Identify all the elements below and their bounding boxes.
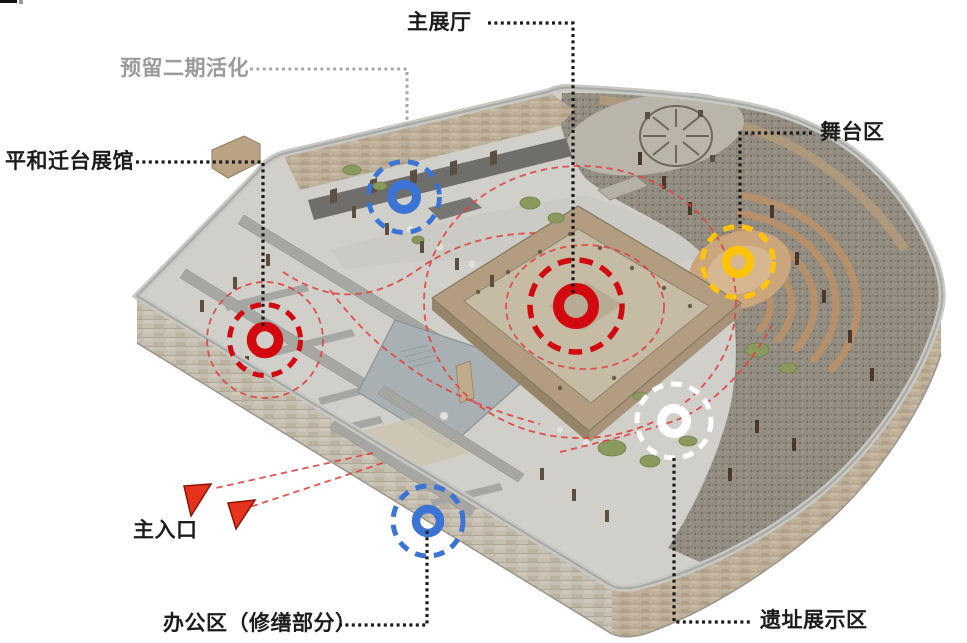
marker-pinghe bbox=[227, 302, 303, 378]
leader-office bbox=[339, 528, 429, 627]
marker-stage bbox=[700, 224, 776, 300]
label-stage-area: 舞台区 bbox=[820, 121, 885, 144]
label-pinghe-hall: 平和迁台展馆 bbox=[5, 150, 134, 173]
label-main-hall: 主展厅 bbox=[407, 11, 472, 34]
label-ruins-display: 遗址展示区 bbox=[760, 609, 868, 632]
marker-main-hall bbox=[527, 257, 625, 355]
leader-lines bbox=[136, 21, 812, 627]
route-lines bbox=[206, 165, 773, 508]
leader-phase2 bbox=[250, 67, 409, 161]
columns bbox=[200, 152, 874, 522]
corner-crop-mark bbox=[0, 0, 17, 3]
corner-crop-dot bbox=[19, 0, 23, 4]
perimeter-rim bbox=[131, 84, 946, 592]
entrance-arrow-2 bbox=[227, 499, 257, 531]
label-phase2: 预留二期活化 bbox=[120, 57, 249, 80]
label-office-area: 办公区（修缮部分） bbox=[163, 612, 357, 635]
office-wing bbox=[329, 385, 525, 517]
greenery bbox=[342, 164, 798, 468]
marker-phase2 bbox=[366, 159, 442, 235]
ruin-circle bbox=[639, 105, 715, 167]
entrance-arrows bbox=[183, 483, 257, 531]
leader-main-hall bbox=[488, 21, 575, 295]
leader-stage bbox=[738, 131, 812, 228]
stepping-stones bbox=[405, 224, 591, 448]
entrance-arrow-1 bbox=[183, 483, 213, 518]
label-main-entrance: 主入口 bbox=[133, 519, 198, 542]
